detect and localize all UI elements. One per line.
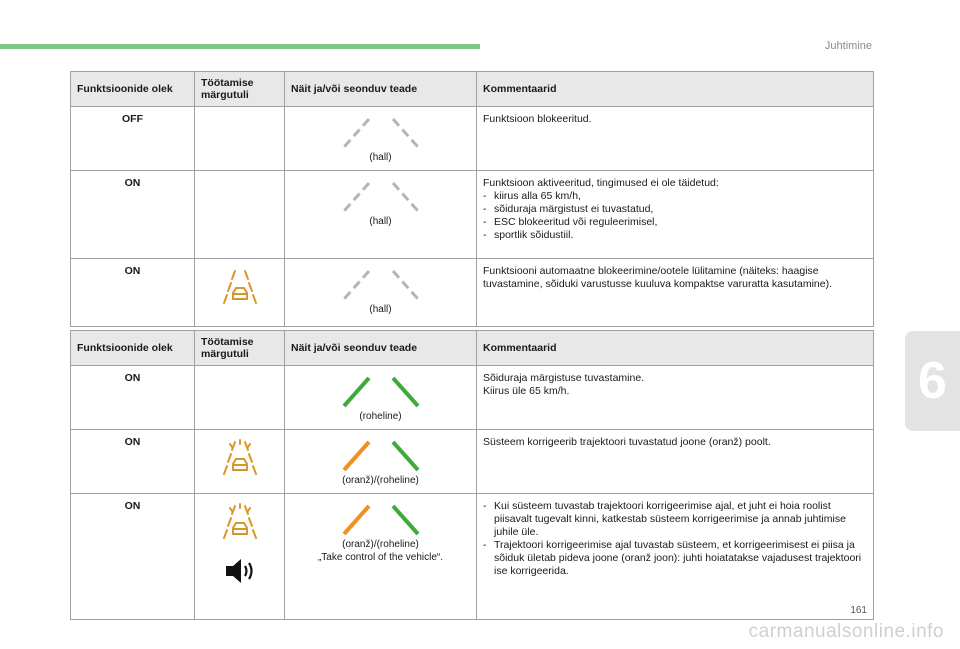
status-cell: OFF <box>70 106 195 171</box>
status-cell: ON <box>70 429 195 494</box>
comment-list: Kui süsteem tuvastab trajektoori korrige… <box>483 500 867 578</box>
column-header: Töötamise märgutuli <box>194 71 285 107</box>
chapter-tab: 6 <box>905 331 960 431</box>
display-cell: (hall) <box>284 106 477 171</box>
table-row: ON (hall) Funktsioon aktiveeritud, tingi… <box>70 170 874 259</box>
column-header: Funktsioonide olek <box>70 71 195 107</box>
section-title: Juhtimine <box>824 40 872 52</box>
column-header: Näit ja/või seonduv teade <box>284 330 477 366</box>
column-header: Töötamise märgutuli <box>194 330 285 366</box>
comment-cell: Funktsioon aktiveeritud, tingimused ei o… <box>476 170 874 259</box>
list-item: sportlik sõidustiil. <box>483 229 867 242</box>
table-row: ON (oran <box>70 493 874 620</box>
grey-lane-lines-icon <box>342 270 419 300</box>
lamp-cell <box>194 170 285 259</box>
page-number: 161 <box>850 605 867 616</box>
lane-keeping-warning-icon <box>222 439 257 475</box>
lamp-cell <box>194 493 285 620</box>
lane-keeping-warning-icon <box>222 270 257 304</box>
green-lane-lines-icon <box>342 376 419 408</box>
column-header: Funktsioonide olek <box>70 330 195 366</box>
display-caption: (oranž)/(roheline) <box>342 539 419 550</box>
table-header-row: Funktsioonide olek Töötamise märgutuli N… <box>70 71 874 107</box>
comment-line: Sõiduraja märgistuse tuvastamine. <box>483 372 645 384</box>
list-item: Kui süsteem tuvastab trajektoori korrige… <box>483 500 867 539</box>
comment-cell: Süsteem korrigeerib trajektoori tuvastat… <box>476 429 874 494</box>
display-caption: (roheline) <box>359 411 402 422</box>
comment-cell: Sõiduraja märgistuse tuvastamine. Kiirus… <box>476 365 874 430</box>
table-header-row: Funktsioonide olek Töötamise märgutuli N… <box>70 330 874 366</box>
display-cell: (oranž)/(roheline) „Take control of the … <box>284 493 477 620</box>
orange-green-lane-lines-icon <box>342 440 419 472</box>
orange-green-lane-lines-icon <box>342 504 419 536</box>
accent-bar <box>0 44 480 49</box>
comment-list: kiirus alla 65 km/h, sõiduraja märgistus… <box>483 190 867 242</box>
comment-cell: Funktsioon blokeeritud. <box>476 106 874 171</box>
display-caption: (oranž)/(roheline) <box>342 475 419 486</box>
list-item: sõiduraja märgistust ei tuvastatud, <box>483 203 867 216</box>
display-cell: (hall) <box>284 258 477 327</box>
lamp-cell <box>194 429 285 494</box>
status-cell: ON <box>70 365 195 430</box>
display-cell: (hall) <box>284 170 477 259</box>
display-caption: (hall) <box>369 304 392 315</box>
grey-lane-lines-icon <box>342 118 419 148</box>
lamp-cell <box>194 258 285 327</box>
status-cell: ON <box>70 258 195 327</box>
comment-cell: Kui süsteem tuvastab trajektoori korrige… <box>476 493 874 620</box>
comment-text: Funktsioon aktiveeritud, tingimused ei o… <box>483 177 719 189</box>
grey-lane-lines-icon <box>342 182 419 212</box>
display-message: „Take control of the vehicle“. <box>317 552 444 563</box>
display-caption: (hall) <box>369 152 392 163</box>
table-row: OFF (hall) Funktsioon blokeeritud. <box>70 106 874 171</box>
table-row: ON (roheline) Sõiduraja märgistuse tuvas… <box>70 365 874 430</box>
column-header: Kommentaarid <box>476 330 874 366</box>
status-cell: ON <box>70 493 195 620</box>
lane-keeping-warning-icon <box>222 503 257 539</box>
list-item: kiirus alla 65 km/h, <box>483 190 867 203</box>
comment-cell: Funktsiooni automaatne blokeerimine/oote… <box>476 258 874 327</box>
status-table-color: Funktsioonide olek Töötamise märgutuli N… <box>70 330 874 620</box>
speaker-icon <box>225 559 253 583</box>
comment-line: Kiirus üle 65 km/h. <box>483 385 570 397</box>
table-row: ON (hall) Funktsiooni automaatne blokeer… <box>70 258 874 327</box>
watermark: carmanualsonline.info <box>748 621 944 642</box>
column-header: Kommentaarid <box>476 71 874 107</box>
display-cell: (roheline) <box>284 365 477 430</box>
status-table-grey: Funktsioonide olek Töötamise märgutuli N… <box>70 71 874 327</box>
table-row: ON (oranž)/(roheline) Süsteem korrigeeri <box>70 429 874 494</box>
lamp-cell <box>194 106 285 171</box>
display-caption: (hall) <box>369 216 392 227</box>
display-cell: (oranž)/(roheline) <box>284 429 477 494</box>
column-header: Näit ja/või seonduv teade <box>284 71 477 107</box>
list-item: Trajektoori korrigeerimise ajal tuvastab… <box>483 539 867 578</box>
lamp-cell <box>194 365 285 430</box>
list-item: ESC blokeeritud või reguleerimisel, <box>483 216 867 229</box>
status-cell: ON <box>70 170 195 259</box>
